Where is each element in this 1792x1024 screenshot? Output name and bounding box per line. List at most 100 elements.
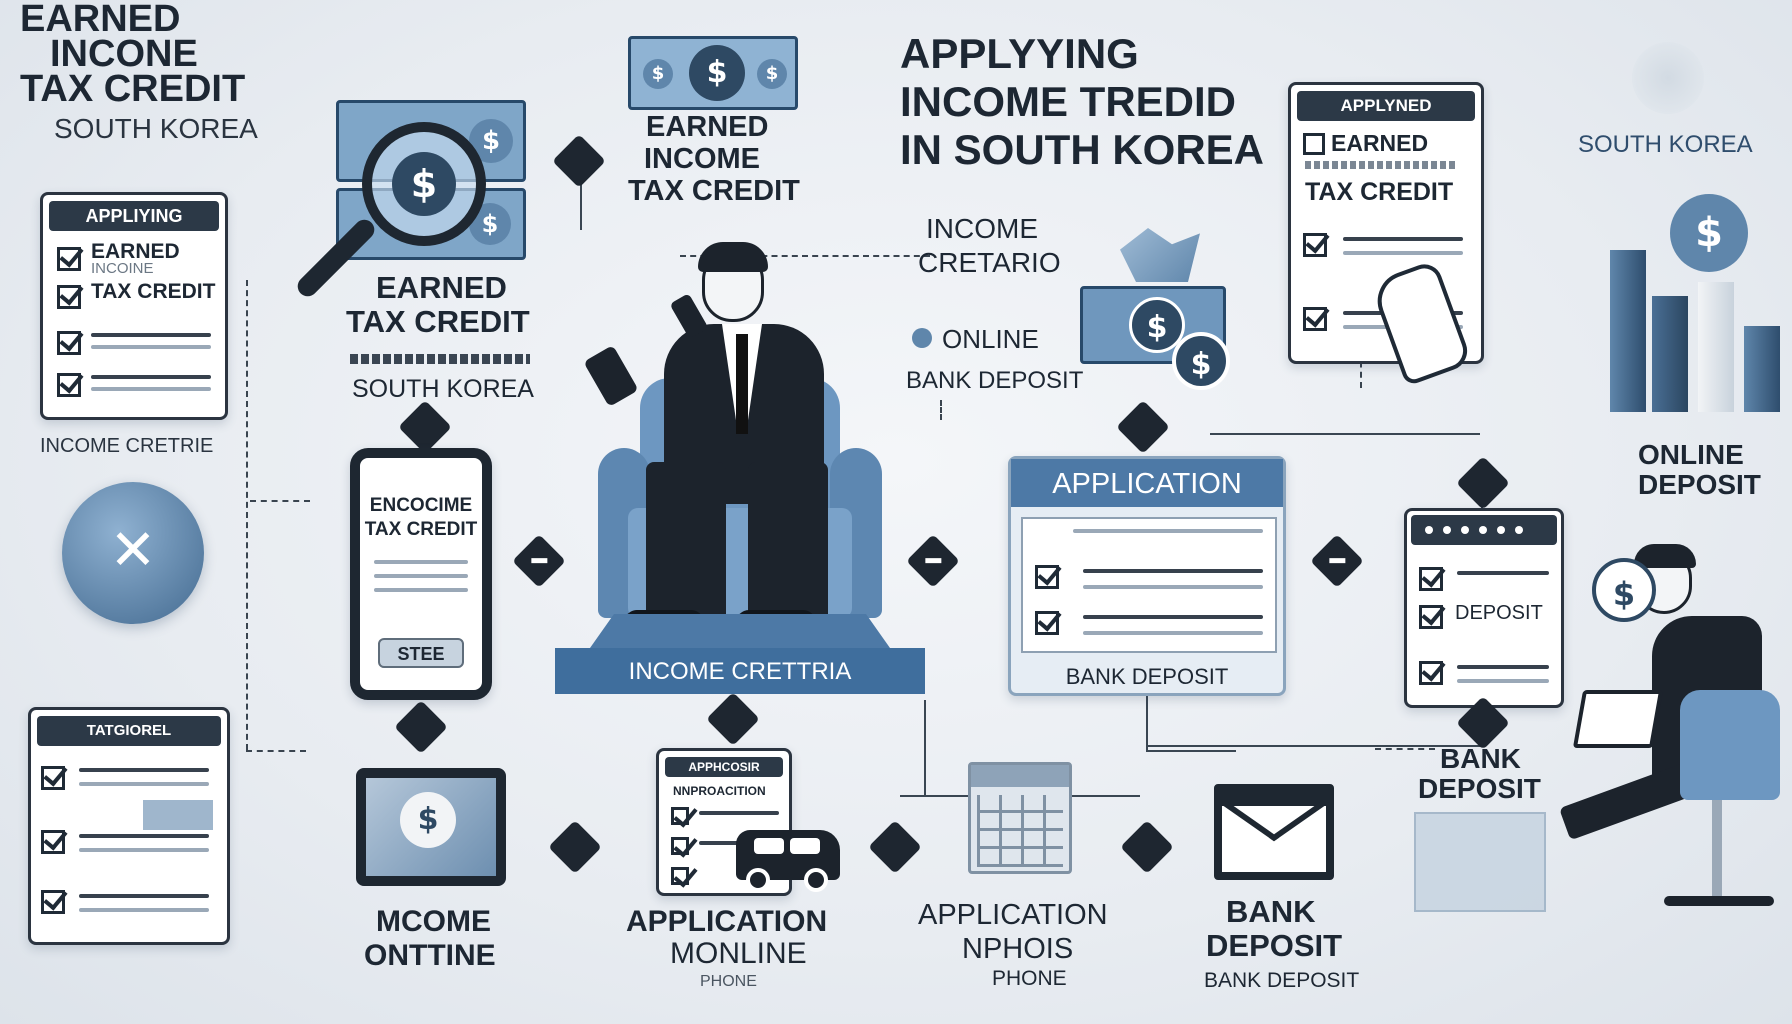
flow-connector-node (868, 820, 922, 874)
person-hair (1634, 544, 1696, 568)
checkbox-icon (57, 247, 81, 271)
text-line (1457, 665, 1549, 669)
x-mark-circle-icon: ✕ (62, 482, 204, 624)
connector-line (680, 255, 930, 257)
flow-connector-node (548, 820, 602, 874)
left-checklist-card: APPLIYING EARNED INCOINE TAX CREDIT (40, 192, 228, 420)
bottom-bank-line-3: BANK DEPOSIT (1204, 969, 1360, 992)
left-bottom-card: TATGIOREL (28, 707, 230, 945)
money-label-line-1: EARNED (376, 270, 507, 305)
text-line (79, 894, 209, 898)
dollar-icon: $ (689, 45, 745, 101)
dollar-icon: $ (757, 59, 787, 89)
money-label-line-3: SOUTH KOREA (352, 375, 534, 403)
checkbox-empty-icon (1303, 133, 1325, 155)
bottom-app-phone-line-2: NPHOIS (962, 933, 1074, 965)
person-hair (698, 242, 768, 272)
chair-stand (1712, 800, 1722, 900)
flow-connector-node (1456, 456, 1510, 510)
bottom-app-online-line-1: APPLICATION (626, 905, 828, 938)
bottom-app-online-line-3: PHONE (700, 973, 757, 990)
text-line (374, 588, 468, 592)
checkbox-icon (1419, 567, 1443, 591)
application-form (1021, 517, 1277, 653)
platform-label: INCOME CRETTRIA (628, 658, 852, 685)
application-panel-footer: BANK DEPOSIT (1065, 664, 1229, 689)
top-left-line-2: INCONE (50, 33, 198, 75)
form-card-header: APPHCOSIR (665, 757, 783, 777)
checkbox-icon (671, 807, 689, 825)
text-line (91, 375, 211, 379)
text-line (91, 387, 211, 391)
bar-chart-icon (1744, 326, 1780, 412)
bar-chart-icon (1698, 282, 1734, 412)
dollar-icon: $ (392, 152, 456, 216)
income-criteria-line-1: INCOME (926, 213, 1038, 244)
top-left-line-1: EARNED (20, 0, 181, 40)
application-panel-header: APPLICATION (1052, 468, 1242, 500)
top-center-line-1: EARNED (646, 111, 769, 143)
flow-connector-node (512, 534, 566, 588)
platform-label-box: INCOME CRETTRIA (555, 648, 925, 694)
checkbox-icon (57, 285, 81, 309)
dollar-icon: $ (1129, 297, 1185, 353)
top-center-line-2: INCOME (644, 143, 760, 175)
right-checklist-item-2: TAX CREDIT (1305, 178, 1454, 206)
online-deposit-line-1: ONLINE (1638, 439, 1744, 470)
bank-deposit-label: BANK DEPOSIT (906, 367, 1084, 394)
text-line (1457, 571, 1549, 575)
checkbox-icon (671, 867, 689, 885)
highlight-block (143, 800, 213, 830)
checkbox-icon (671, 837, 689, 855)
faded-bank-card (1414, 812, 1546, 912)
blurred-text (1305, 161, 1455, 169)
bar-chart-icon (1610, 250, 1646, 412)
text-line (79, 782, 209, 786)
text-line (1457, 679, 1549, 683)
bottom-mcome-line-1: MCOME (376, 905, 491, 938)
dollar-icon: $ (1670, 194, 1748, 272)
checkbox-icon (1419, 605, 1443, 629)
right-deposit-card: DEPOSIT (1404, 508, 1564, 708)
phone-line-2: TAX CREDIT (364, 519, 478, 540)
magnifier-icon: $ (362, 122, 486, 246)
income-criteria-line-2: CRETARIO (918, 247, 1061, 278)
left-checklist-item-1: EARNED (91, 240, 180, 263)
bank-deposit-right-line-2: DEPOSIT (1418, 773, 1541, 804)
phone-step-button-label: STEE (397, 644, 445, 664)
dollar-icon: $ (400, 792, 456, 848)
text-line (1083, 631, 1263, 635)
online-label: ONLINE (942, 324, 1039, 354)
text-line (1083, 569, 1263, 573)
text-line (91, 345, 211, 349)
application-panel-header-bg: APPLICATION (1011, 459, 1283, 507)
bottom-app-online-line-2: MONLINE (670, 937, 807, 970)
connector-line (1146, 745, 1481, 747)
right-checklist-header: APPLYNED (1297, 91, 1475, 121)
application-panel: APPLICATION BANK DEPOSIT (1008, 456, 1286, 696)
checkbox-icon (1303, 307, 1327, 331)
right-top-label: SOUTH KOREA (1578, 131, 1753, 158)
platform-top (590, 614, 890, 648)
flow-connector-node (1310, 534, 1364, 588)
car-icon (736, 830, 840, 892)
chair-base (1664, 896, 1774, 906)
flow-connector-node (1120, 820, 1174, 874)
left-bottom-card-header: TATGIOREL (37, 716, 221, 746)
connector-line (246, 750, 306, 752)
bank-deposit-right-line-1: BANK (1440, 743, 1521, 774)
right-deposit-card-header (1411, 515, 1557, 545)
x-mark-glyph: ✕ (109, 518, 157, 583)
connector-line (250, 500, 310, 502)
flow-connector-node (706, 692, 760, 746)
bottom-bank-line-1: BANK (1226, 894, 1316, 929)
phone-step-button[interactable]: STEE (378, 638, 464, 668)
checkbox-icon (41, 890, 65, 914)
title-line-3: IN SOUTH KOREA (900, 126, 1265, 173)
text-line (374, 560, 468, 564)
seated-man-illustration (598, 324, 882, 636)
banknote-icon: $ (1080, 286, 1226, 364)
connector-line (940, 400, 942, 420)
money-stack-icon (1120, 228, 1200, 282)
dollar-icon: $ (643, 59, 673, 89)
